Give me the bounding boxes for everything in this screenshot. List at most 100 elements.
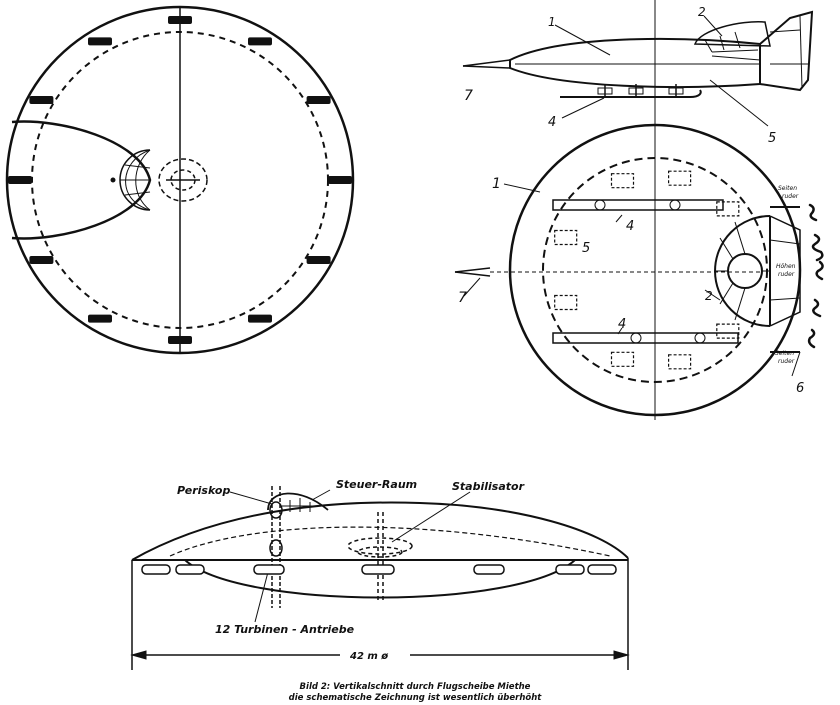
scribble-4 [812, 298, 822, 318]
section-top-hull [131, 501, 629, 561]
scribble-1 [808, 203, 818, 222]
turbine-rail-upper [552, 199, 724, 211]
turbine-box [554, 229, 578, 246]
section-turbine-1 [141, 564, 171, 575]
scribble-3 [815, 260, 824, 281]
callout-2-plan: 2 [705, 289, 713, 303]
turbine-box [716, 201, 740, 217]
callout-1-plan: 1 [492, 176, 501, 192]
dimension-arrow-left [130, 650, 147, 660]
dome-grid-h3 [124, 191, 151, 196]
leader-2-side [703, 15, 723, 37]
caption-line-1: Bild 2: Vertikalschnitt durch Flugscheib… [300, 682, 531, 692]
rail-lower-wheel-1 [630, 332, 642, 344]
section-turbine-7 [587, 564, 617, 575]
stabilizer-disc-bottom [357, 546, 403, 558]
callout-1-side: 1 [548, 15, 556, 29]
callout-4b-plan: 4 [618, 317, 626, 332]
side-view [462, 10, 814, 127]
rudder-label-ruder-top: ruder [782, 193, 799, 200]
turbine-marker [306, 256, 331, 264]
section-cockpit-dome [267, 492, 329, 511]
right-cockpit-arc [714, 215, 771, 327]
turbine-marker [88, 314, 112, 323]
section-lower-hull [184, 559, 576, 599]
scribble-2 [811, 233, 824, 262]
rudder-label-ruder-bottom: ruder [778, 358, 795, 365]
tail-rudder-line [799, 15, 803, 89]
turbine-box [716, 323, 740, 339]
periscope-mid [269, 539, 283, 557]
leader-6-plan [791, 351, 801, 377]
turbine-marker [306, 96, 331, 104]
dome-grid-h2 [124, 164, 151, 169]
spoke-4 [719, 282, 734, 305]
rudder-label-hoehen: Höhen [776, 263, 796, 270]
rail-lower-wheel-2 [694, 332, 706, 344]
leader-4a-plan [615, 214, 623, 223]
cockpit-detail [704, 31, 741, 53]
landing-skid [560, 89, 702, 98]
periscope-head [269, 501, 283, 519]
tail-fin [759, 10, 814, 92]
right-probe-lower [454, 271, 491, 277]
section-turbine-5 [473, 564, 505, 575]
plan-view-left [5, 5, 355, 355]
leader-1-side [554, 24, 611, 56]
side-cockpit [693, 21, 771, 47]
nose-point [110, 177, 116, 183]
rail-upper-wheel-1 [594, 199, 606, 211]
leader-turbinen [254, 571, 269, 623]
right-probe-upper [454, 267, 491, 273]
turbine-boxes-right [554, 170, 740, 370]
scribble-5 [807, 328, 816, 349]
rudder-label-seiten-bottom: Seiten [775, 350, 794, 357]
section-turbine-6 [555, 564, 585, 575]
label-steuer-raum: Steuer-Raum [336, 478, 417, 491]
turbine-marker [88, 37, 112, 46]
pitot-probe-lower [462, 65, 511, 69]
leader-2-plan [704, 289, 721, 301]
turbine-rail-lower [552, 332, 739, 344]
right-cockpit-hub [727, 253, 763, 289]
ink-scribbles [807, 203, 824, 349]
cockpit-seat [711, 49, 761, 61]
leader-7-plan [463, 277, 481, 297]
turbine-box [667, 354, 692, 370]
plan-view-right [454, 0, 802, 420]
label-diameter: 42 m ø [349, 651, 388, 662]
skid-turbine-2 [628, 87, 644, 95]
callout-6-plan: 6 [796, 381, 804, 396]
callout-5-plan: 5 [582, 241, 590, 256]
leader-1-plan [503, 183, 541, 193]
spoke-1 [734, 221, 746, 255]
leader-5-side [709, 79, 769, 127]
tail-box-rib-1 [769, 239, 801, 245]
callout-5-side: 5 [768, 131, 776, 146]
pitot-probe-upper [462, 59, 511, 67]
section-turbine-2 [175, 564, 205, 575]
skid-turbine-3 [668, 87, 684, 95]
rudder-label-seiten-top: Seiten [778, 185, 797, 192]
spoke-2 [719, 237, 734, 260]
stabilizer-outer [158, 158, 208, 202]
turbine-marker [8, 176, 32, 184]
tail-box-rib-2 [769, 297, 801, 301]
label-stabilisator: Stabilisator [452, 480, 525, 493]
callout-4a-plan: 4 [626, 219, 634, 234]
dimension-arrow-right [613, 650, 630, 660]
callout-2-side: 2 [698, 5, 706, 19]
spoke-5 [734, 287, 746, 321]
tail-rib-1 [769, 29, 801, 33]
turbine-box [554, 294, 578, 311]
leader-4b-plan [617, 327, 623, 335]
turbine-marker [248, 37, 272, 46]
section-turbines [141, 564, 617, 575]
tail-box [769, 215, 801, 327]
label-periskop: Periskop [177, 484, 230, 497]
callout-4-side: 4 [548, 115, 556, 130]
rail-upper-wheel-2 [669, 199, 681, 211]
turbine-marker [248, 314, 272, 323]
leader-4-side [561, 97, 605, 119]
